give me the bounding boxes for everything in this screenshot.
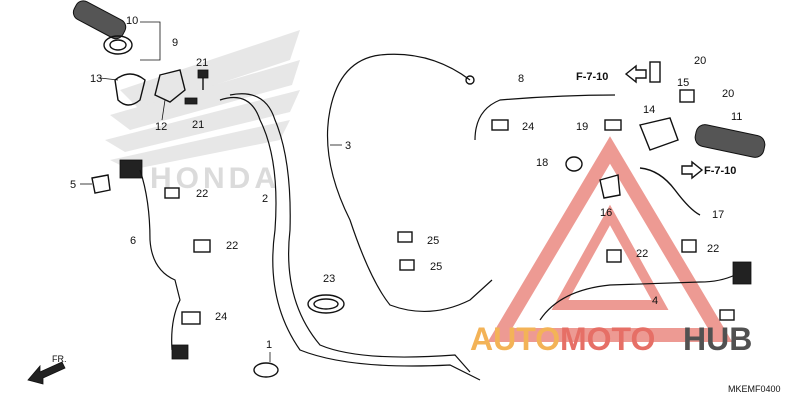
clutch-cable: 3 bbox=[326, 53, 493, 312]
callout-2: 2 bbox=[262, 193, 268, 205]
throttle-housing: 13 12 21 21 bbox=[90, 57, 209, 133]
ref-arrow-upper: F-7-10 bbox=[576, 64, 647, 84]
callout-20b: 20 bbox=[722, 88, 734, 100]
callout-22b: 22 bbox=[226, 240, 238, 252]
callout-18: 18 bbox=[536, 157, 548, 169]
callout-20a: 20 bbox=[694, 55, 706, 67]
callout-23: 23 bbox=[323, 273, 335, 285]
callout-17: 17 bbox=[712, 209, 724, 221]
callout-4: 4 bbox=[652, 295, 658, 307]
center-clips: 25 25 bbox=[397, 231, 442, 273]
callout-8: 8 bbox=[518, 73, 524, 85]
callout-11: 11 bbox=[731, 111, 742, 123]
callout-21b: 21 bbox=[192, 119, 204, 131]
callout-15: 15 bbox=[677, 77, 689, 89]
callout-9: 9 bbox=[172, 37, 178, 49]
harness-clips-left: 22 22 24 bbox=[164, 187, 238, 325]
throttle-grip-assembly: 10 9 bbox=[72, 0, 178, 61]
callout-14: 14 bbox=[643, 104, 655, 116]
callout-24b: 24 bbox=[522, 121, 534, 133]
right-grip: 11 bbox=[694, 111, 766, 158]
callout-10: 10 bbox=[126, 15, 138, 27]
ref-arrow-lower: F-7-10 bbox=[681, 160, 736, 180]
logo-text-hub: HUB bbox=[683, 321, 752, 357]
clutch-lever-assembly: 20 15 20 14 19 18 16 17 bbox=[536, 55, 734, 221]
callout-5: 5 bbox=[70, 179, 76, 191]
callout-6: 6 bbox=[130, 235, 136, 247]
right-switch-harness: 4 22 22 bbox=[539, 239, 752, 321]
callout-24a: 24 bbox=[215, 311, 227, 323]
logo-text-auto: AUTO bbox=[470, 321, 560, 357]
ref-label-lower: F-7-10 bbox=[704, 165, 736, 177]
callout-22a: 22 bbox=[196, 188, 208, 200]
honda-wordmark: HONDA bbox=[150, 162, 280, 195]
logo-text-moto: MOTO bbox=[560, 321, 655, 357]
callout-16: 16 bbox=[600, 207, 612, 219]
callout-3: 3 bbox=[345, 140, 351, 152]
callout-21: 21 bbox=[196, 57, 208, 69]
cable-clamp: 23 1 bbox=[253, 273, 345, 378]
callout-13: 13 bbox=[90, 73, 102, 85]
logo-triangle bbox=[487, 136, 733, 342]
automotohub-logo: AUTO MOTO HUB bbox=[470, 136, 752, 357]
ref-label-upper: F-7-10 bbox=[576, 71, 608, 83]
callout-22d: 22 bbox=[707, 243, 719, 255]
hot-start-cable: 8 24 bbox=[474, 73, 616, 141]
front-label: FR. bbox=[52, 354, 67, 364]
callout-22c: 22 bbox=[636, 248, 648, 260]
left-switch-harness: 5 6 bbox=[70, 159, 189, 360]
callout-25b: 25 bbox=[430, 261, 442, 273]
logo-triangle-inner bbox=[551, 204, 669, 310]
callout-25a: 25 bbox=[427, 235, 439, 247]
diagram-code: MKEMF0400 bbox=[728, 384, 781, 394]
throttle-cables: 2 bbox=[219, 93, 481, 381]
callout-19: 19 bbox=[576, 121, 588, 133]
callout-12: 12 bbox=[155, 121, 167, 133]
front-arrow-icon: FR. bbox=[27, 354, 67, 385]
honda-wing-watermark: HONDA bbox=[105, 30, 300, 195]
callout-1: 1 bbox=[266, 339, 272, 351]
